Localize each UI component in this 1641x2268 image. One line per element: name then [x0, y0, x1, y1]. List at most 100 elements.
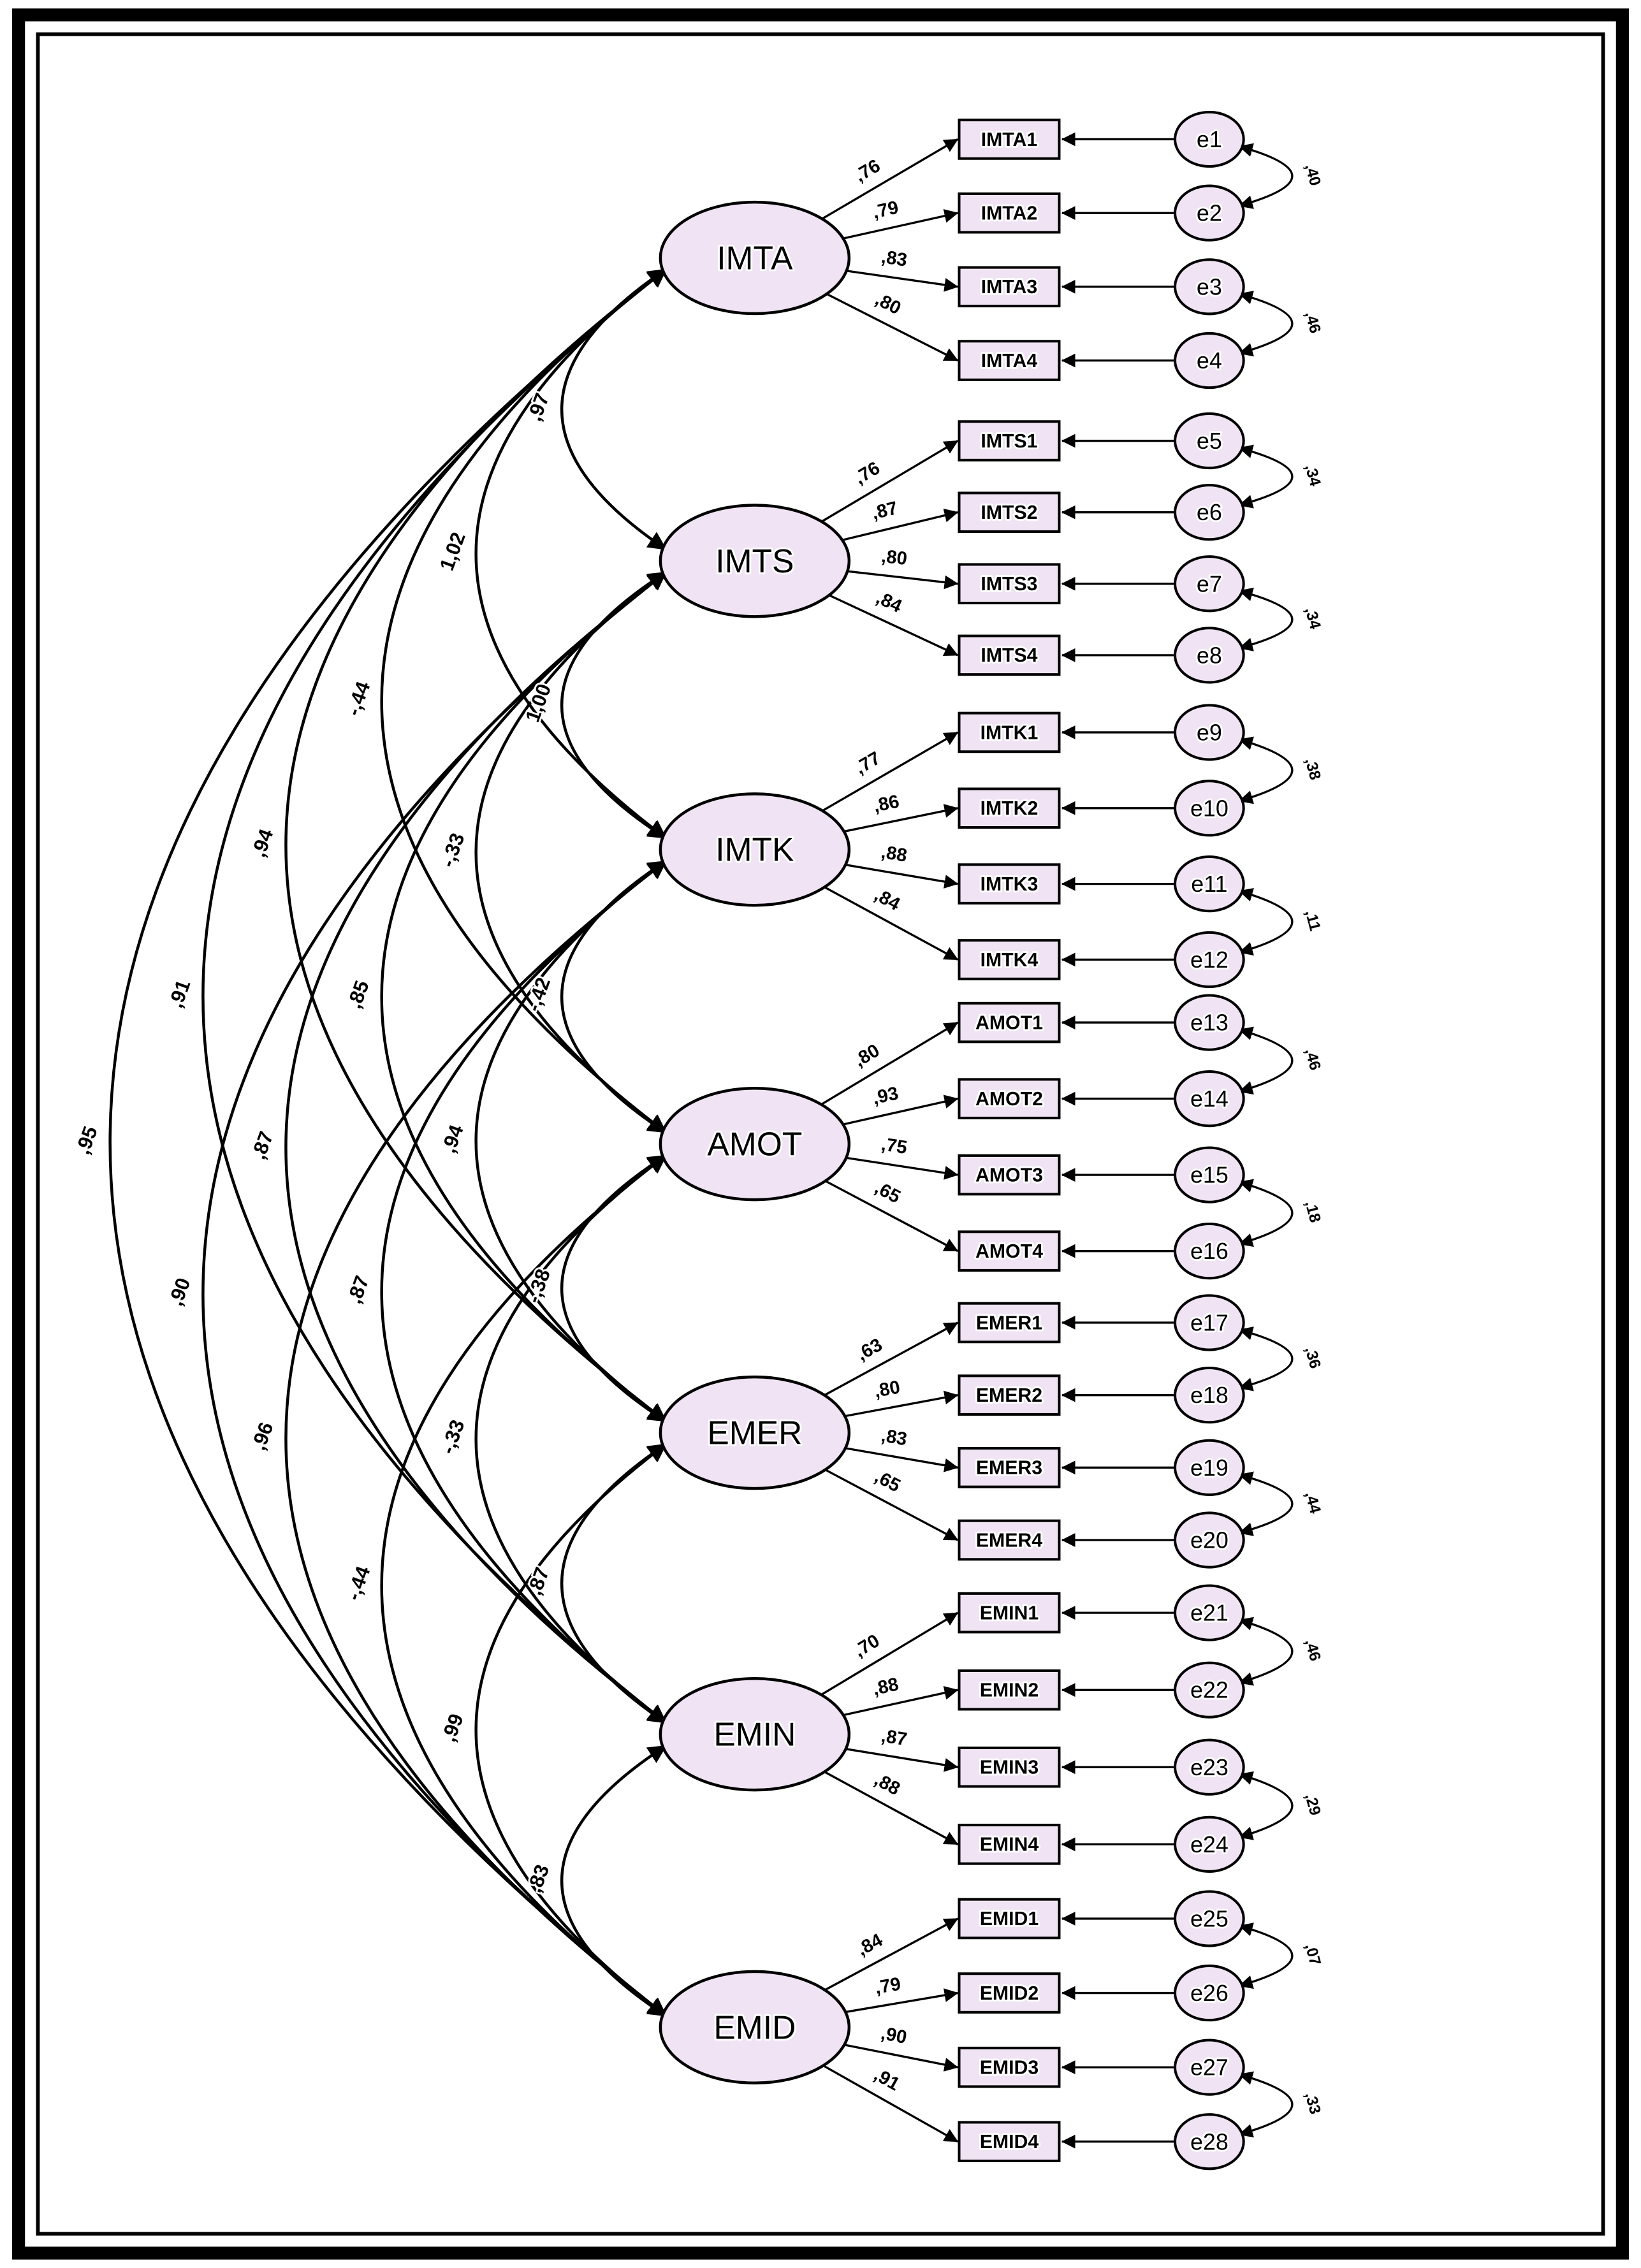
corr-IMTS-EMIN-label: ,87	[247, 1128, 278, 1162]
corr-EMER-EMID	[474, 1443, 667, 2017]
error-e22-label: e22	[1190, 1678, 1229, 1703]
path-EMER-EMER3	[845, 1447, 959, 1472]
indicator-IMTA4-label: IMTA4	[981, 351, 1038, 372]
errcov-e11-e12	[1238, 888, 1294, 956]
indicator-EMID3-label: EMID3	[980, 2057, 1039, 2078]
corr-IMTA-EMIN	[201, 268, 667, 1724]
corr-IMTS-IMTK	[560, 571, 667, 840]
errcov-e25-e26	[1238, 1923, 1294, 1989]
indicator-IMTS3	[958, 563, 1061, 605]
error-e9	[1174, 704, 1245, 761]
corr-IMTA-IMTS-label: ,97	[523, 390, 553, 424]
errcov-e15-e16-label: ,18	[1301, 1199, 1324, 1225]
latent-EMID-label: EMID	[713, 2009, 796, 2046]
error-e19	[1174, 1439, 1245, 1496]
corr-AMOT-EMIN	[474, 1154, 667, 1724]
errcov-e21-e22	[1238, 1617, 1294, 1686]
loading-EMER1: ,63	[854, 1335, 886, 1365]
loading-EMIN1: ,70	[850, 1631, 883, 1661]
frame-group	[12, 8, 1629, 2260]
path-IMTA-IMTA2	[843, 208, 959, 240]
errcov-e17-e18-label: ,36	[1301, 1345, 1324, 1370]
latent-AMOT-label: AMOT	[707, 1126, 802, 1163]
indicator-IMTS1-label: IMTS1	[981, 431, 1037, 452]
error-e6-label: e6	[1197, 500, 1222, 525]
indicator-IMTA1	[958, 119, 1061, 160]
indicator-EMER4-label: EMER4	[976, 1530, 1042, 1551]
error-e6	[1174, 484, 1245, 541]
loading-IMTK2: ,86	[872, 791, 901, 816]
loading-AMOT3: ,75	[880, 1134, 908, 1158]
error-e1-label: e1	[1197, 127, 1222, 152]
corr-IMTS-AMOT-label: -,33	[436, 830, 469, 870]
corr-AMOT-EMID	[380, 1154, 667, 2017]
corr-IMTK-EMID-label: ,96	[247, 1420, 278, 1453]
indicator-EMER1-label: EMER1	[976, 1312, 1042, 1334]
indicator-EMIN4-label: EMIN4	[980, 1835, 1039, 1856]
path-IMTS-IMTS4	[828, 594, 959, 657]
error-e15	[1174, 1146, 1245, 1203]
loading-EMID3: ,90	[879, 2023, 908, 2048]
indicator-EMER2	[958, 1374, 1061, 1416]
error-e11-label: e11	[1191, 871, 1227, 897]
error-e2	[1174, 184, 1245, 242]
error-e21-label: e21	[1190, 1601, 1229, 1626]
path-IMTA-IMTA3	[846, 270, 959, 292]
indicator-IMTS4	[958, 634, 1061, 676]
error-e2-label: e2	[1197, 201, 1222, 226]
indicator-IMTS2	[958, 491, 1061, 533]
errcov-e1-e2	[1238, 143, 1294, 209]
indicator-AMOT1-label: AMOT1	[975, 1012, 1043, 1033]
error-e14	[1174, 1070, 1245, 1128]
error-e13-label: e13	[1190, 1010, 1229, 1036]
indicator-IMTK4	[958, 939, 1061, 980]
latent-IMTA-label: IMTA	[717, 239, 793, 276]
corr-EMER-EMID-label: ,99	[437, 1711, 468, 1745]
error-e7	[1174, 555, 1245, 613]
error-e22	[1174, 1661, 1245, 1719]
path-IMTK-IMTK2	[843, 804, 959, 833]
indicator-IMTK3-label: IMTK3	[981, 874, 1039, 895]
corr-IMTS-IMTK-label: 1,00	[521, 681, 556, 725]
indicator-EMER3	[958, 1447, 1061, 1488]
indicator-IMTS2-label: IMTS2	[981, 502, 1037, 523]
latent-EMER	[659, 1375, 851, 1490]
indicator-IMTS3-label: IMTS3	[981, 574, 1037, 595]
corr-IMTA-IMTK	[474, 268, 667, 840]
indicator-EMID4	[958, 2121, 1061, 2163]
latent-EMER-label: EMER	[707, 1414, 802, 1451]
loading-EMID2: ,79	[873, 1974, 902, 1998]
error-e8	[1174, 627, 1245, 684]
error-e23	[1174, 1738, 1245, 1796]
indicator-AMOT2-label: AMOT2	[975, 1089, 1043, 1110]
corr-AMOT-EMID-label: -,44	[342, 1563, 375, 1603]
error-e12-label: e12	[1190, 947, 1229, 973]
indicator-AMOT2	[958, 1078, 1061, 1119]
loading-EMER4: ,65	[872, 1466, 904, 1496]
path-IMTA-IMTA1	[821, 138, 959, 220]
loading-EMER2: ,80	[873, 1377, 902, 1402]
error-e7-label: e7	[1197, 571, 1222, 597]
correlation-curves-group	[108, 268, 667, 2017]
corr-AMOT-EMIN-label: -,33	[436, 1417, 469, 1457]
indicator-IMTK2	[958, 787, 1061, 829]
errcov-e13-e14-label: ,46	[1301, 1047, 1324, 1072]
path-EMIN-EMIN2	[843, 1685, 959, 1717]
path-EMER-EMER4	[824, 1469, 959, 1541]
indicator-EMER3-label: EMER3	[976, 1458, 1042, 1479]
indicator-EMID3	[958, 2046, 1061, 2088]
indicator-EMID2	[958, 1972, 1061, 2014]
loading-IMTA3: ,83	[880, 247, 908, 270]
indicator-IMTK4-label: IMTK4	[981, 950, 1039, 971]
error-e21	[1174, 1584, 1245, 1641]
error-e23-label: e23	[1190, 1755, 1229, 1780]
path-IMTS-IMTS1	[820, 440, 959, 523]
corr-IMTS-EMID	[201, 571, 667, 2017]
errcov-e7-e8-label: ,34	[1301, 606, 1324, 631]
loading-IMTS3: ,80	[880, 546, 908, 569]
indicator-IMTA2	[958, 192, 1061, 234]
loading-AMOT1: ,80	[850, 1040, 883, 1071]
error-e12	[1174, 931, 1245, 989]
